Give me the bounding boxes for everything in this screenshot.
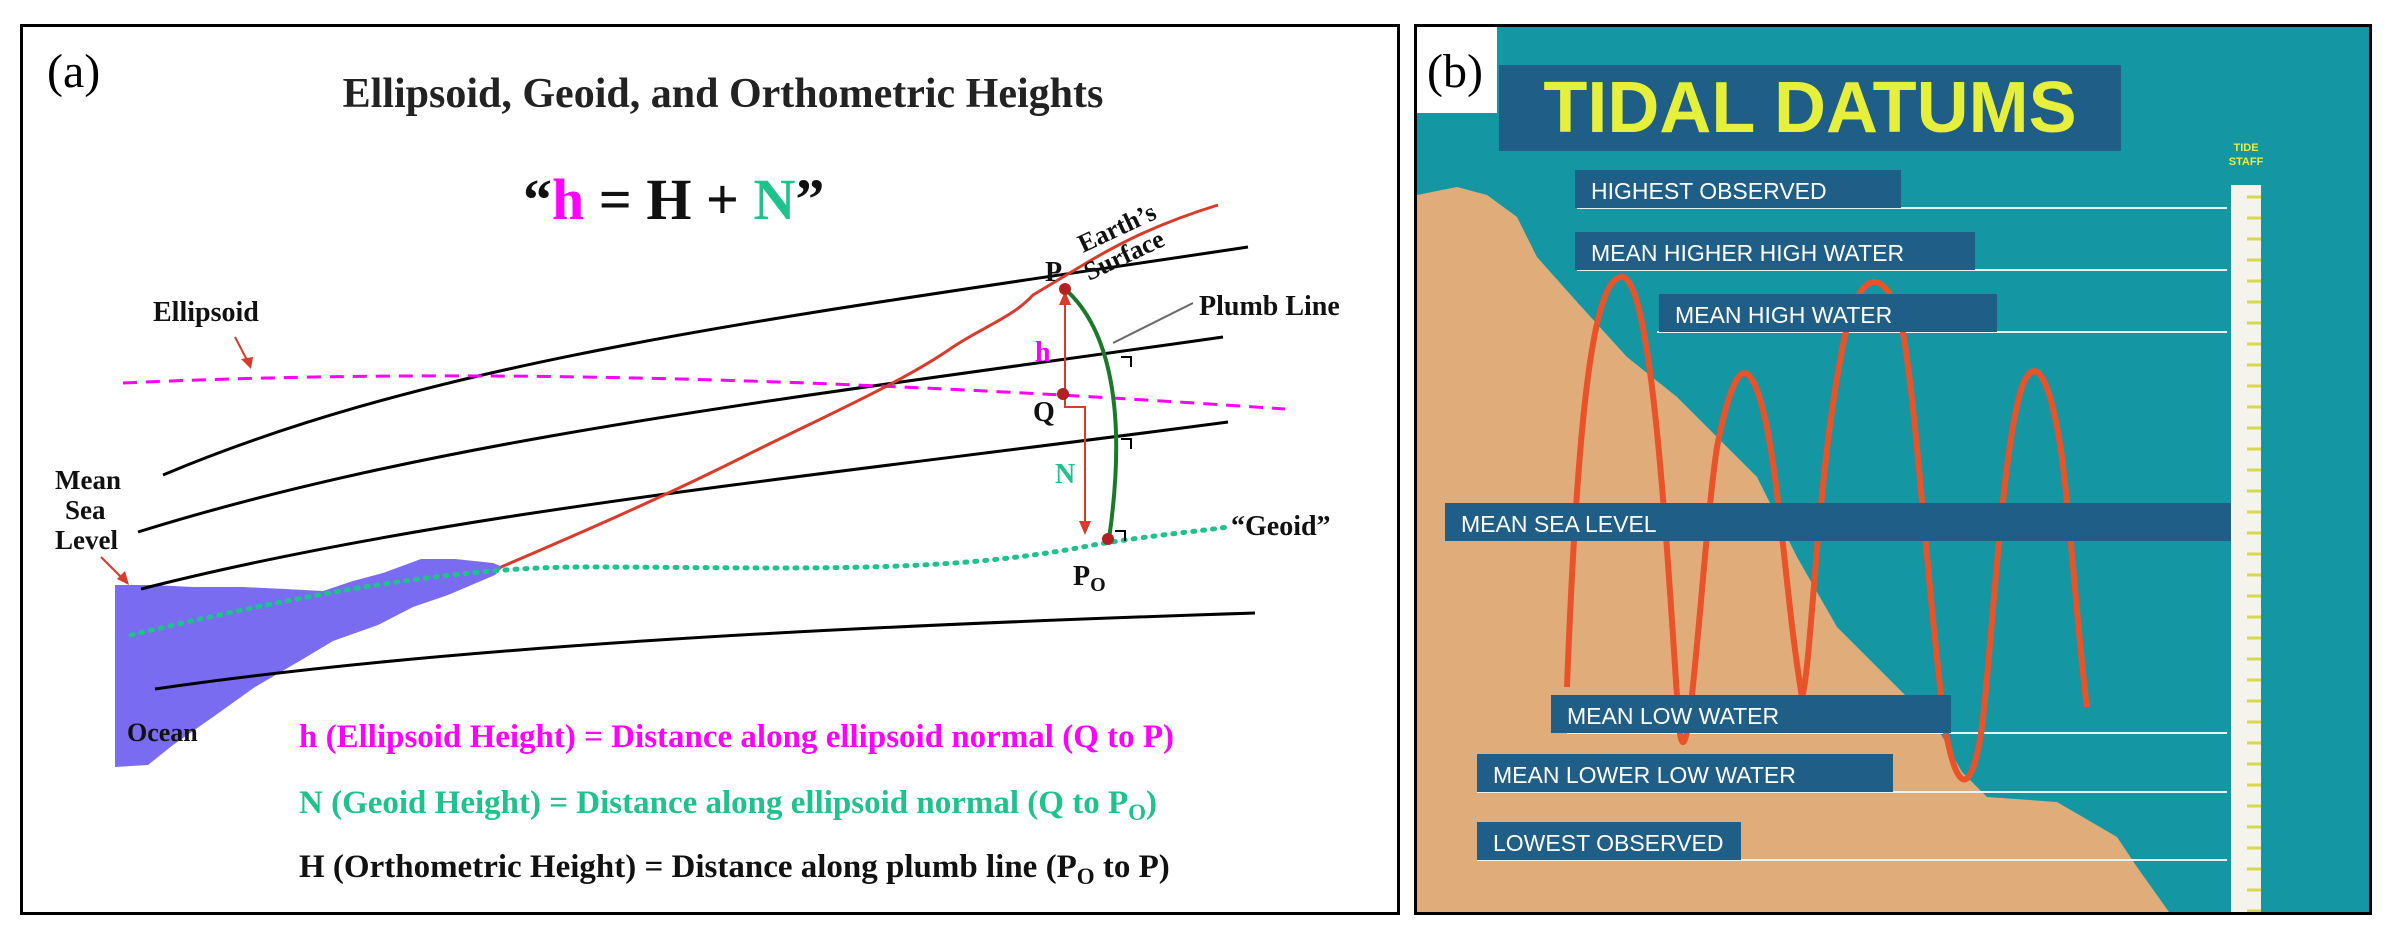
sea-label: Sea bbox=[65, 495, 106, 525]
h-arrow-head-top bbox=[1059, 291, 1071, 305]
box-mean-sea-level bbox=[1445, 503, 2231, 541]
tide-staff-label-1: TIDE bbox=[2233, 142, 2258, 154]
panel-a-ellipsoid-geoid-diagram: (a) Ellipsoid, Geoid, and Orthometric He… bbox=[20, 24, 1400, 915]
equation-N: N bbox=[753, 167, 795, 232]
box-highest-observed bbox=[1575, 170, 1901, 208]
datum-lowest-observed: LOWEST OBSERVED bbox=[1493, 830, 1724, 856]
msl-leader bbox=[100, 556, 124, 580]
msl-leader-head bbox=[117, 571, 129, 585]
geoid-curve bbox=[128, 524, 1231, 638]
ellipsoid-leader-head bbox=[241, 357, 253, 369]
geoid-label: “Geoid” bbox=[1231, 511, 1331, 542]
datum-mean-high-water: MEAN HIGH WATER bbox=[1675, 302, 1892, 328]
N-label: N bbox=[1055, 459, 1075, 490]
ellipsoid-label: Ellipsoid bbox=[153, 297, 259, 328]
equipotential-line-4 bbox=[154, 611, 1256, 691]
point-P bbox=[1059, 283, 1071, 295]
level-label: Level bbox=[55, 525, 118, 555]
datum-mean-higher-high-water: MEAN HIGHER HIGH WATER bbox=[1591, 240, 1904, 266]
point-Po bbox=[1102, 533, 1114, 545]
box-mean-high-water bbox=[1659, 294, 1997, 332]
P-label: P bbox=[1045, 257, 1062, 288]
box-mean-higher-high-water bbox=[1575, 232, 1975, 270]
panel-b-label-bg bbox=[1417, 27, 1497, 113]
plumb-line-leader bbox=[1112, 302, 1194, 344]
panel-a-title: Ellipsoid, Geoid, and Orthometric Height… bbox=[343, 71, 1104, 117]
panel-b-title: TIDAL DATUMS bbox=[1543, 68, 2076, 148]
right-angle-mark-1 bbox=[1121, 356, 1132, 367]
right-angle-mark-3 bbox=[1115, 530, 1126, 541]
mean-sea-level-line bbox=[140, 420, 1229, 591]
equipotential-line-2 bbox=[137, 335, 1224, 534]
ellipsoid-leader bbox=[234, 336, 249, 363]
equation: “h = H + N” bbox=[523, 167, 824, 232]
equation-h: h bbox=[552, 167, 584, 232]
ellipsoid-curve bbox=[122, 374, 1286, 411]
panel-b-label: (b) bbox=[1427, 45, 1483, 98]
title-box bbox=[1499, 65, 2121, 151]
datum-mean-low-water: MEAN LOW WATER bbox=[1567, 703, 1779, 729]
right-angle-mark-2 bbox=[1121, 438, 1132, 449]
N-definition: N (Geoid Height) = Distance along ellips… bbox=[299, 785, 1157, 825]
panel-b-tidal-datums-diagram: TIDE STAFF TIDAL DATUMS (b) HIGHEST OBSE… bbox=[1414, 24, 2372, 915]
box-mean-low-water bbox=[1551, 695, 1951, 733]
plumb-line-label: Plumb Line bbox=[1199, 291, 1340, 322]
Po-label: PO bbox=[1073, 561, 1106, 596]
panel-a-label: (a) bbox=[47, 45, 100, 98]
earths-surface-curve bbox=[500, 203, 1219, 569]
datum-highest-observed: HIGHEST OBSERVED bbox=[1591, 178, 1827, 204]
box-lowest-observed bbox=[1477, 822, 1741, 860]
plumb-line-curve bbox=[1063, 287, 1119, 540]
ocean-shape bbox=[115, 559, 503, 767]
ocean-label: Ocean bbox=[127, 718, 198, 747]
panel-b-svg: TIDE STAFF TIDAL DATUMS (b) HIGHEST OBSE… bbox=[1417, 27, 2264, 912]
tide-staff-ticks bbox=[2247, 195, 2261, 912]
h-label: h bbox=[1035, 337, 1051, 368]
h-definition: h (Ellipsoid Height) = Distance along el… bbox=[299, 719, 1174, 755]
H-definition: H (Orthometric Height) = Distance along … bbox=[299, 849, 1170, 889]
panel-a-svg: (a) Ellipsoid, Geoid, and Orthometric He… bbox=[47, 45, 1340, 889]
N-arrow-head bbox=[1079, 521, 1091, 535]
Q-label: Q bbox=[1033, 397, 1055, 428]
datum-mean-lower-low-water: MEAN LOWER LOW WATER bbox=[1493, 762, 1796, 788]
mean-label: Mean bbox=[55, 465, 121, 495]
equipotential-line-1 bbox=[162, 245, 1249, 477]
box-mean-lower-low-water bbox=[1477, 754, 1893, 792]
tide-staff bbox=[2231, 185, 2261, 912]
datum-mean-sea-level: MEAN SEA LEVEL bbox=[1461, 511, 1657, 537]
point-Q bbox=[1057, 388, 1069, 400]
tide-staff-label-2: STAFF bbox=[2229, 156, 2264, 168]
